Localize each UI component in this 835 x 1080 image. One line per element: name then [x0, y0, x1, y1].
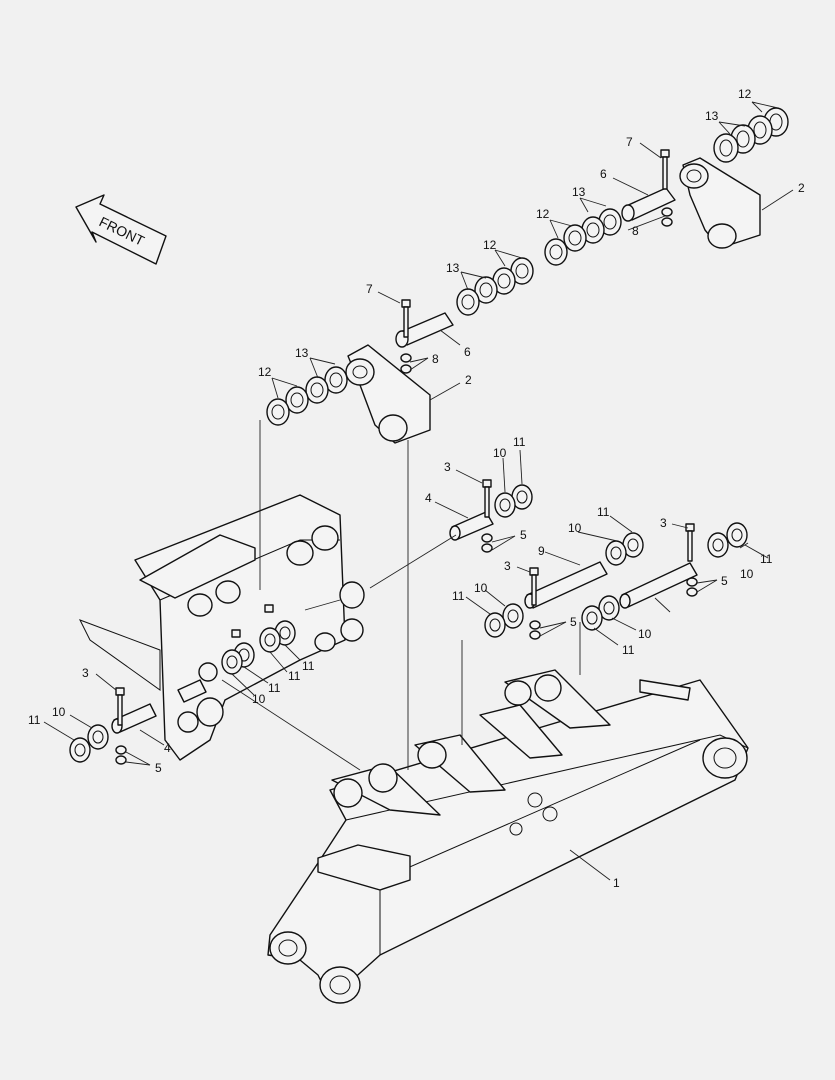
callouts: 12 13 7 6 2 12 13 8 12 13 7 6 8 12 13 2 …: [28, 87, 805, 890]
callout-11: 11: [513, 435, 526, 449]
pins: [111, 187, 698, 734]
callout-11: 11: [268, 681, 281, 695]
callout-3: 3: [444, 460, 451, 474]
washers: [69, 107, 789, 763]
callout-5: 5: [721, 574, 728, 588]
callout-10: 10: [52, 705, 66, 719]
callout-10: 10: [740, 567, 754, 581]
callout-10: 10: [638, 627, 652, 641]
callout-4: 4: [164, 741, 171, 755]
assembly-lines: [221, 420, 581, 771]
callout-5: 5: [520, 528, 527, 542]
callout-11: 11: [452, 589, 465, 603]
callout-12: 12: [258, 365, 272, 379]
callout-8: 8: [632, 224, 639, 238]
callout-6: 6: [600, 167, 607, 181]
callout-9: 9: [538, 544, 545, 558]
callout-4: 4: [425, 491, 432, 505]
callout-11: 11: [597, 505, 610, 519]
callout-3: 3: [504, 559, 511, 573]
leader-lines: [43, 101, 794, 881]
callout-13: 13: [572, 185, 586, 199]
callout-2: 2: [798, 181, 805, 195]
callout-12: 12: [483, 238, 497, 252]
callout-7: 7: [626, 135, 633, 149]
callout-1: 1: [613, 876, 620, 890]
callout-12: 12: [536, 207, 550, 221]
callout-10: 10: [493, 446, 507, 460]
callout-6: 6: [464, 345, 471, 359]
callout-13: 13: [705, 109, 719, 123]
boom-frame: [267, 669, 749, 1004]
callout-11: 11: [288, 669, 301, 683]
link-part-2-upper: [679, 157, 761, 249]
callout-10: 10: [568, 521, 582, 535]
callout-11: 11: [622, 643, 635, 657]
callout-13: 13: [446, 261, 460, 275]
callout-12: 12: [738, 87, 752, 101]
callout-2: 2: [465, 373, 472, 387]
callout-10: 10: [474, 581, 488, 595]
callout-5: 5: [570, 615, 577, 629]
callout-11: 11: [28, 713, 41, 727]
callout-7: 7: [366, 282, 373, 296]
callout-3: 3: [82, 666, 89, 680]
callout-10: 10: [252, 692, 266, 706]
callout-3: 3: [660, 516, 667, 530]
front-arrow: FRONT: [75, 194, 167, 265]
callout-11: 11: [760, 552, 773, 566]
callout-11: 11: [302, 659, 315, 673]
callout-8: 8: [432, 352, 439, 366]
nuts: [115, 207, 698, 765]
callout-13: 13: [295, 346, 309, 360]
link-part-2-lower: [345, 344, 431, 444]
callout-5: 5: [155, 761, 162, 775]
